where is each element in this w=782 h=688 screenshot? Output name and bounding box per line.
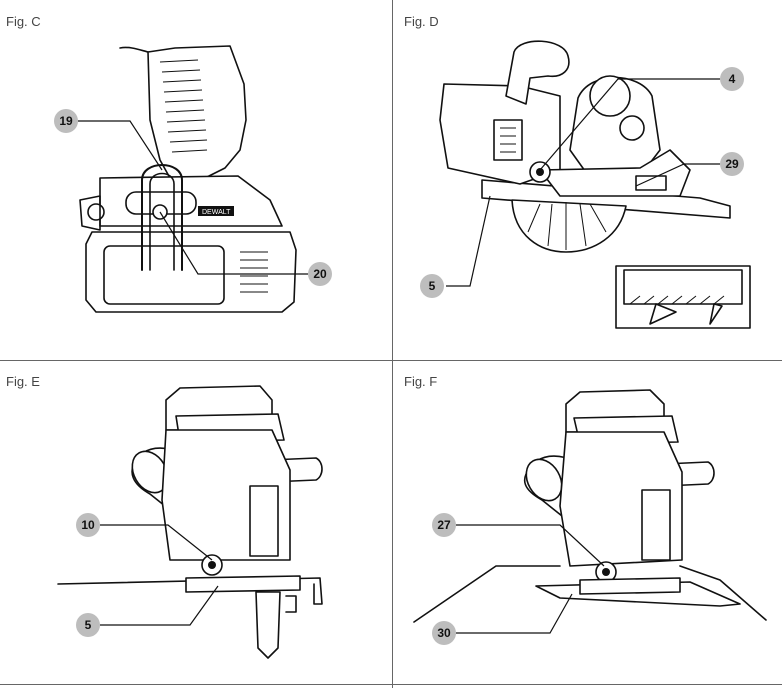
callout-4: 4	[720, 67, 744, 91]
callout-30: 30	[432, 621, 456, 645]
fig-f-drawing: DEWALT	[413, 389, 767, 634]
callout-19: 19	[54, 109, 78, 133]
fig-c-brand: DEWALT	[202, 209, 231, 216]
fig-d-label: Fig. D	[404, 14, 439, 29]
callout-5-fig-e: 5	[76, 613, 100, 637]
fig-e-drawing: DEWALT	[57, 385, 323, 659]
fig-c-drawing: DEWALT	[78, 45, 308, 313]
vertical-divider	[392, 0, 393, 688]
callout-29: 29	[720, 152, 744, 176]
fig-c-label: Fig. C	[6, 14, 41, 29]
fig-e-label: Fig. E	[6, 374, 40, 389]
horizontal-divider	[0, 360, 782, 361]
callout-27: 27	[432, 513, 456, 537]
callout-5-fig-d: 5	[420, 274, 444, 298]
callout-10: 10	[76, 513, 100, 537]
bottom-divider	[0, 684, 782, 685]
fig-d-drawing	[439, 40, 751, 329]
callout-20: 20	[308, 262, 332, 286]
fig-f-label: Fig. F	[404, 374, 438, 389]
